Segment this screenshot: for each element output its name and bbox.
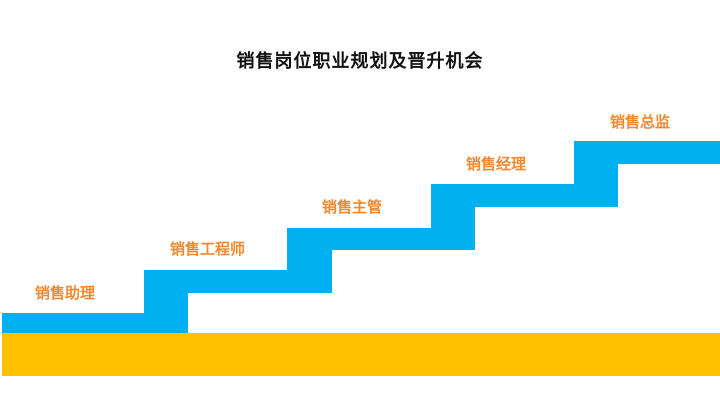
step-label-5: 销售总监	[610, 113, 671, 131]
diagram-title: 销售岗位职业规划及晋升机会	[236, 51, 484, 72]
staircase	[2, 141, 720, 333]
step-label-2: 销售工程师	[170, 240, 246, 258]
step-label-4: 销售经理	[466, 155, 527, 173]
step-label-1: 销售助理	[35, 284, 96, 302]
base-bar	[2, 333, 720, 376]
step-label-3: 销售主管	[322, 198, 383, 216]
